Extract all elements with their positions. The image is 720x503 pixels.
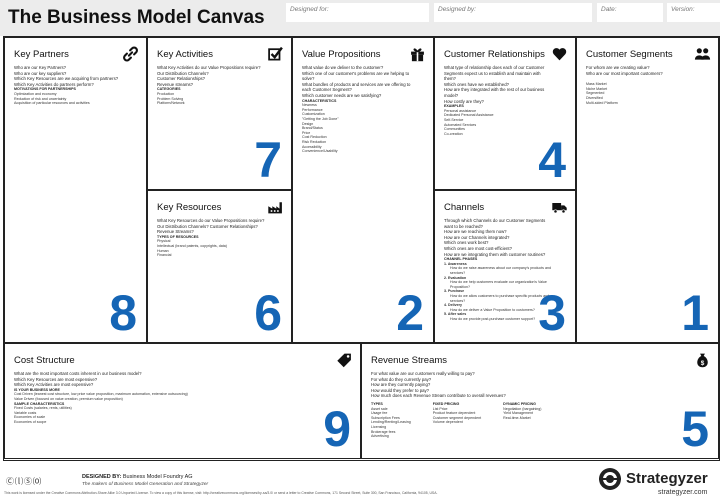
dynamic-pricing-column: DYNAMIC PRICING Negotiation (bargaining)… (503, 401, 542, 420)
customer-segments-questions: For whom are we creating value? Who are … (586, 65, 663, 105)
truck-icon (551, 199, 568, 215)
cost-structure-block[interactable]: Cost Structure What are the most importa… (4, 343, 361, 459)
value-propositions-title: Value Propositions (302, 49, 381, 60)
value-propositions-block[interactable]: Value Propositions What value do we deli… (292, 37, 434, 343)
key-partners-title: Key Partners (14, 49, 69, 60)
value-propositions-number: 2 (396, 285, 424, 341)
channels-block[interactable]: Channels Through which Channels do our C… (434, 190, 576, 343)
key-resources-questions: What Key Resources do our Value Proposit… (157, 218, 265, 258)
checkbox-icon (267, 46, 284, 62)
customer-relationships-number: 4 (538, 132, 566, 188)
channels-number: 3 (538, 285, 566, 341)
cost-structure-number: 9 (323, 401, 351, 457)
footer: Ⓒ⒧Ⓢ⒪ DESIGNED BY: Business Model Foundry… (0, 461, 720, 503)
page-title: The Business Model Canvas (8, 7, 265, 28)
svg-text:$: $ (701, 360, 705, 367)
key-resources-number: 6 (254, 285, 282, 341)
key-activities-title: Key Activities (157, 49, 213, 60)
heart-icon (551, 46, 568, 62)
key-partners-number: 8 (109, 285, 137, 341)
cost-structure-title: Cost Structure (14, 355, 75, 366)
key-resources-block[interactable]: Key Resources What Key Resources do our … (147, 190, 292, 343)
customer-segments-title: Customer Segments (586, 49, 673, 60)
customer-segments-block[interactable]: Customer Segments For whom are we creati… (576, 37, 719, 343)
channels-questions: Through which Channels do our Customer S… (444, 218, 551, 321)
designed-by-credit: DESIGNED BY: Business Model Foundry AG T… (82, 474, 209, 487)
strategyzer-link[interactable]: strategyzer.com (658, 489, 708, 496)
date-field[interactable]: Date: (597, 3, 663, 22)
key-partners-block[interactable]: Key Partners Who are our Key Partners? W… (4, 37, 147, 343)
key-activities-questions: What Key Activities do our Value Proposi… (157, 65, 261, 106)
revenue-streams-questions: For what value are our customers really … (371, 371, 542, 439)
designed-by-field[interactable]: Designed by: (434, 3, 592, 22)
link-icon (122, 46, 139, 62)
revenue-streams-block[interactable]: Revenue Streams $ For what value are our… (361, 343, 719, 459)
key-activities-block[interactable]: Key Activities What Key Activities do ou… (147, 37, 292, 190)
designed-for-field[interactable]: Designed for: (286, 3, 429, 22)
value-propositions-questions: What value do we deliver to the customer… (302, 65, 411, 154)
customer-relationships-questions: What type of relationship does each of o… (444, 65, 545, 136)
cost-structure-questions: What are the most important costs inhere… (14, 371, 188, 424)
key-activities-number: 7 (254, 132, 282, 188)
business-model-canvas: Key Partners Who are our Key Partners? W… (3, 36, 720, 461)
factory-icon (267, 199, 284, 215)
customer-segments-number: 1 (681, 285, 709, 341)
tag-icon (336, 352, 353, 368)
customer-relationships-title: Customer Relationships (444, 49, 545, 60)
creative-commons-icon: Ⓒ⒧Ⓢ⒪ (6, 477, 42, 486)
customer-relationships-block[interactable]: Customer Relationships What type of rela… (434, 37, 576, 190)
key-partners-questions: Who are our Key Partners? Who are our ke… (14, 65, 119, 106)
revenue-types-column: TYPES Asset sale Usage fee Subscription … (371, 401, 411, 439)
license-text: This work is licensed under the Creative… (4, 491, 438, 495)
strategyzer-logo-icon (598, 467, 622, 491)
revenue-streams-title: Revenue Streams (371, 355, 448, 366)
moneybag-icon: $ (694, 352, 711, 368)
header-bar: The Business Model Canvas Designed for: … (0, 0, 720, 36)
users-icon (694, 46, 711, 62)
key-resources-title: Key Resources (157, 202, 222, 213)
version-field[interactable]: Version: (667, 3, 720, 22)
fixed-pricing-column: FIXED PRICING List Price Product feature… (432, 401, 482, 425)
revenue-streams-number: 5 (681, 401, 709, 457)
strategyzer-brand: Strategyzer (626, 470, 708, 487)
channels-title: Channels (444, 202, 485, 213)
gift-icon (409, 46, 426, 62)
